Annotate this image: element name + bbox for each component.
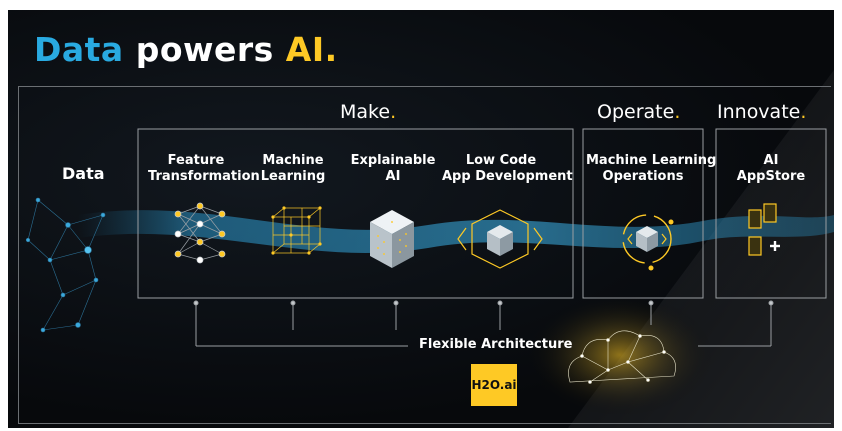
h2o-logo: H2O.ai: [471, 364, 517, 406]
column-line1: Machine: [262, 153, 324, 168]
glass-cube-icon: [370, 210, 414, 268]
hexagon-cube-icon: [457, 209, 543, 269]
column-line1: Low Code: [465, 153, 537, 168]
title-ai: AI.: [285, 30, 338, 69]
section-operate-dot: .: [674, 101, 681, 123]
cloud-network-icon: [568, 330, 676, 384]
section-innovate-dot: .: [800, 101, 807, 123]
flexible-architecture-label: Flexible Architecture: [419, 337, 573, 352]
column-line2: Operations: [602, 169, 684, 184]
column-line2: App Development: [442, 169, 573, 184]
section-make-label: Make: [340, 101, 391, 123]
section-innovate-label: Innovate: [717, 101, 801, 123]
column-line1: Machine Learning: [586, 153, 717, 168]
neural-network-icon: [174, 202, 226, 264]
column-line1: Feature: [167, 153, 225, 168]
column-mlops: Machine Learning Operations: [586, 153, 717, 185]
column-low-code: Low Code App Development: [442, 153, 573, 185]
section-operate: Operate.: [597, 101, 680, 123]
slide: Data powers AI. Make. Operate. Innovate.…: [8, 10, 834, 428]
title-data: Data: [34, 30, 124, 69]
orbit-cube-icon: [622, 214, 674, 271]
column-appstore: AI AppStore: [726, 153, 816, 185]
data-label: Data: [62, 164, 105, 183]
section-make-dot: .: [390, 101, 397, 123]
architecture-connectors: [193, 300, 774, 347]
outer-frame: [18, 86, 831, 424]
page-title: Data powers AI.: [34, 30, 338, 69]
column-line1: AI: [763, 153, 779, 168]
make-box: [137, 128, 574, 299]
column-line2: Learning: [260, 169, 326, 184]
column-line2: AppStore: [736, 169, 806, 184]
column-explainable-ai: Explainable AI: [348, 153, 438, 185]
innovate-box: [715, 128, 827, 299]
column-line2: Transformation: [148, 169, 260, 184]
app-blocks-icon: [748, 203, 780, 256]
column-line2: AI: [385, 169, 401, 184]
cloud-glow: [525, 293, 715, 417]
wireframe-cube-icon: [271, 206, 322, 255]
diagram-artwork: [25, 70, 834, 428]
section-operate-label: Operate: [597, 101, 675, 123]
section-innovate: Innovate.: [717, 101, 806, 123]
column-machine-learning: Machine Learning: [258, 153, 328, 185]
data-network-icon: [25, 197, 106, 333]
title-powers: powers: [135, 30, 274, 69]
column-feature-transformation: Feature Transformation: [148, 153, 260, 185]
section-make: Make.: [340, 101, 396, 123]
column-line1: Explainable: [350, 153, 436, 168]
